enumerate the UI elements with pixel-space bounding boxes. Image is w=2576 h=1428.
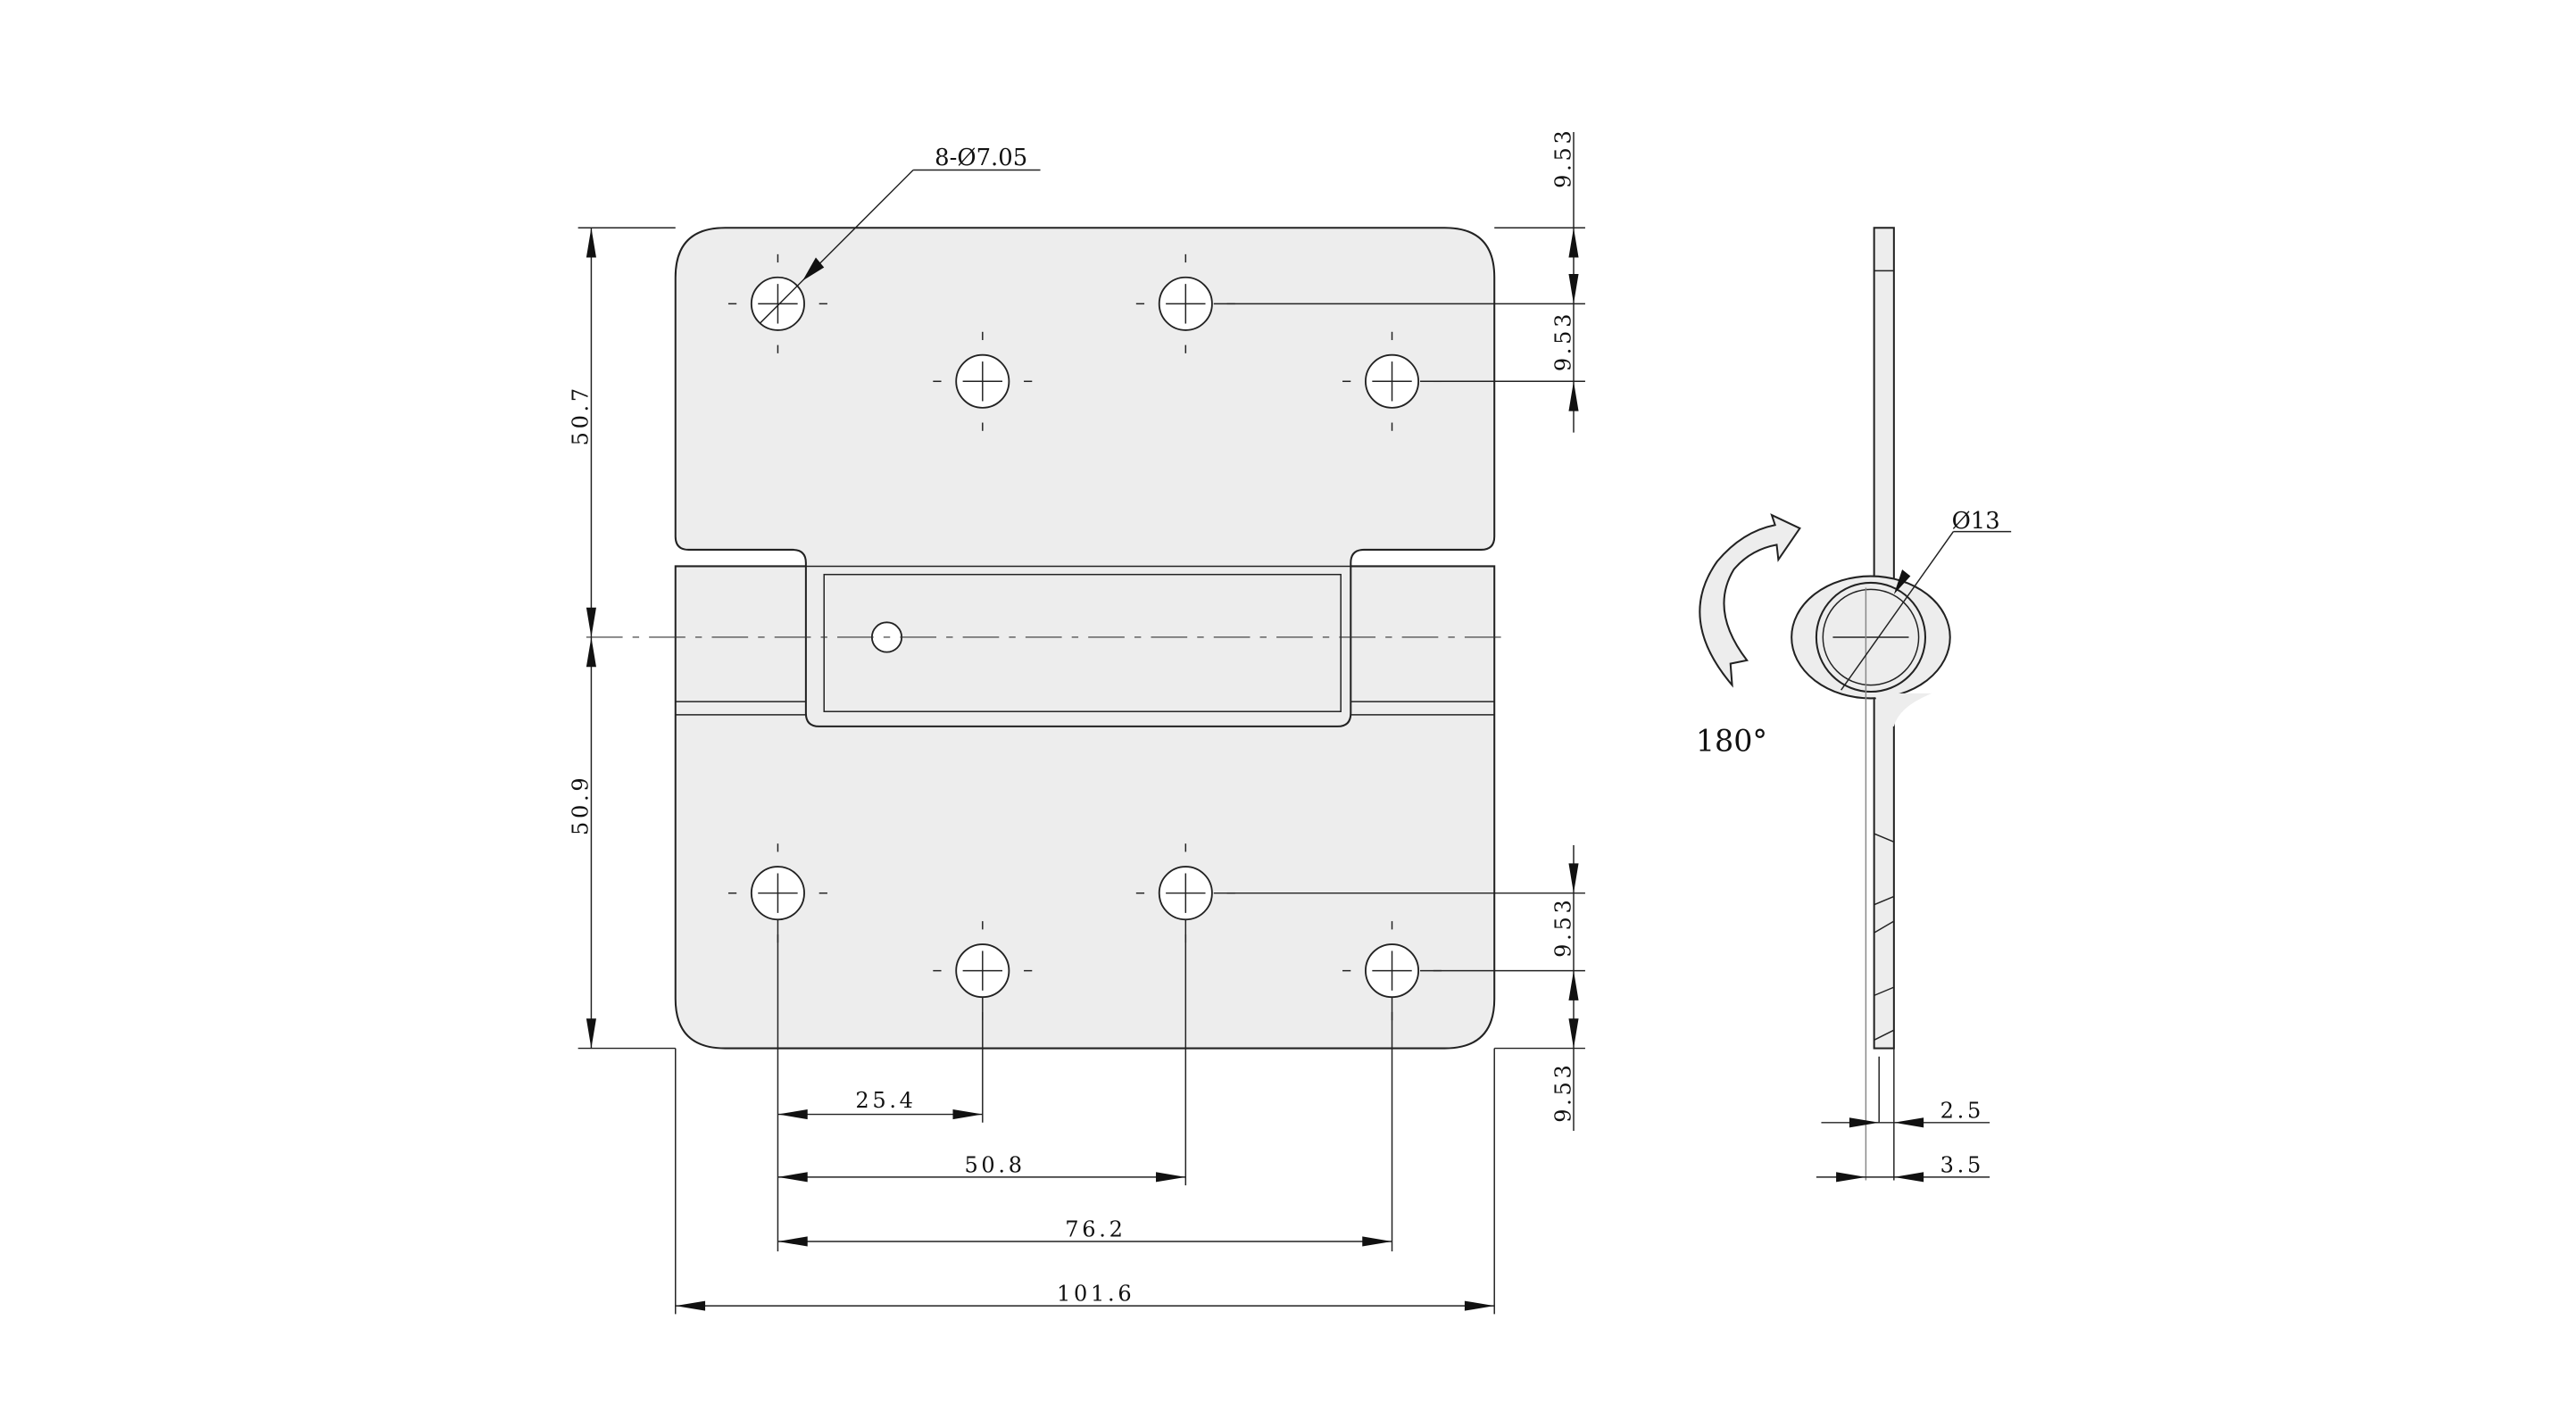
diameter-label: Ø13 bbox=[1952, 508, 2000, 535]
dim-9-53-c: 9.53 bbox=[1550, 897, 1575, 958]
front-view: 8-Ø7.05 50.7 50.9 9.53 9.53 9.53 9.53 25… bbox=[569, 128, 1585, 1315]
dim-101-6: 101.6 bbox=[1057, 1282, 1134, 1307]
dim-9-53-b: 9.53 bbox=[1550, 311, 1575, 371]
rotation-arrow-icon bbox=[1699, 513, 1801, 688]
dim-76-2: 76.2 bbox=[1065, 1216, 1126, 1241]
dim-50-8: 50.8 bbox=[964, 1152, 1025, 1177]
dim-2-5: 2.5 bbox=[1940, 1098, 1984, 1123]
dim-9-53-d: 9.53 bbox=[1550, 1061, 1575, 1122]
hole-callout: 8-Ø7.05 bbox=[935, 145, 1027, 171]
dim-25-4: 25.4 bbox=[855, 1088, 916, 1113]
top-leaf bbox=[674, 227, 1496, 727]
rotation-label: 180° bbox=[1696, 724, 1767, 759]
dim-9-53-a: 9.53 bbox=[1550, 128, 1575, 188]
dim-3-5: 3.5 bbox=[1940, 1152, 1984, 1177]
dim-50-7: 50.7 bbox=[569, 385, 594, 445]
side-view: Ø13 180° 2.5 3.5 bbox=[1696, 227, 2012, 1183]
dim-50-9: 50.9 bbox=[569, 775, 594, 835]
